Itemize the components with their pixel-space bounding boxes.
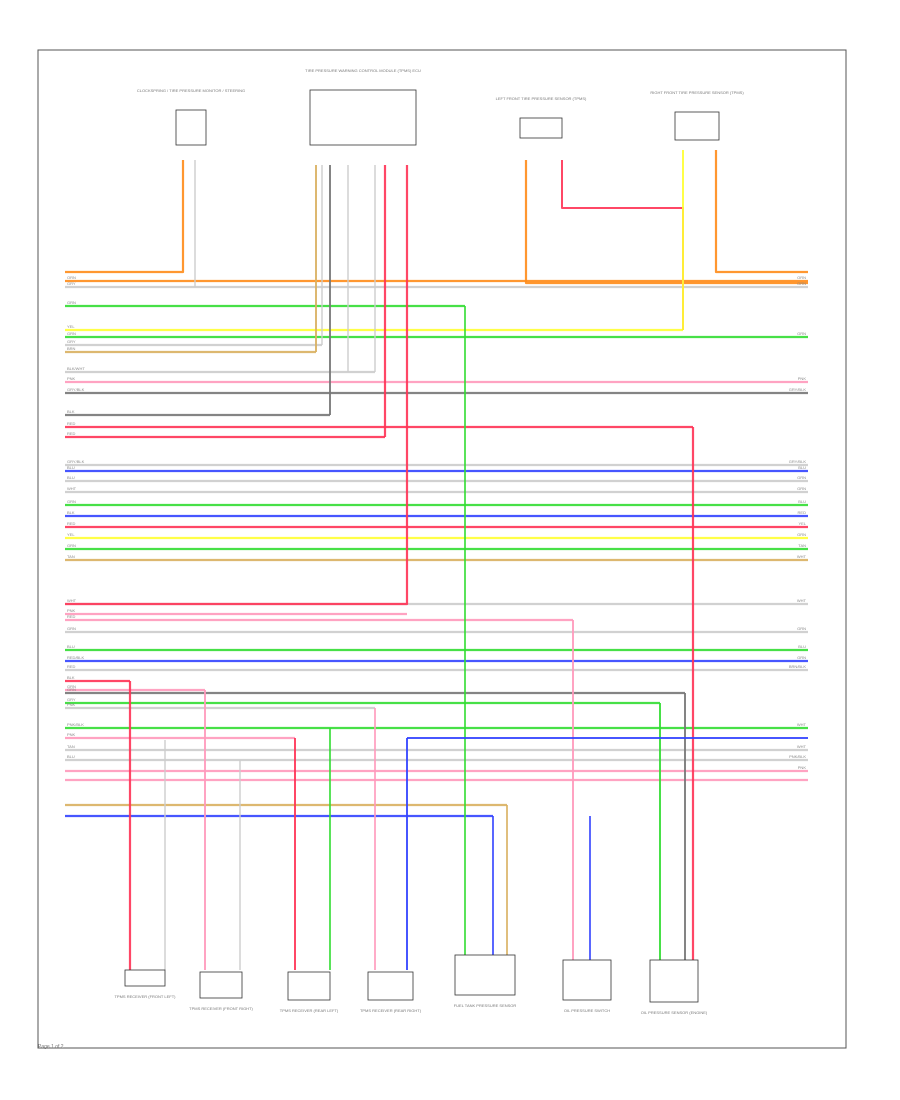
left-wire-label-3: GRN	[67, 300, 76, 305]
top-component-box-4	[674, 111, 720, 141]
right-wire-label-2: ORN	[797, 281, 806, 286]
top-component-box-2	[309, 89, 417, 146]
wire-c2-red2	[65, 165, 409, 606]
left-wire-label-24: WHT	[67, 598, 77, 603]
right-wire-label-17: GRN	[797, 626, 806, 631]
left-wire-label-2: GRY	[67, 281, 76, 286]
right-wire-label-18: BLU	[798, 644, 806, 649]
right-wire-label-15: WHT	[797, 554, 807, 559]
left-wire-label-25: PNK	[67, 608, 76, 613]
left-wire-label-12: RED	[67, 421, 76, 426]
right-wire-label-21: WHT	[797, 722, 807, 727]
right-wire-label-13: GRN	[797, 532, 806, 537]
left-wire-label-20: RED	[67, 521, 76, 526]
left-wire-label-31: BLK	[67, 675, 75, 680]
right-wire-label-12: YEL	[798, 521, 806, 526]
bottom-component-box-1	[124, 969, 166, 987]
labels-layer: CLOCKSPRING / TIRE PRESSURE MONITOR / ST…	[67, 68, 807, 1015]
bottom-component-label-4: TPMS RECEIVER (REAR RIGHT)	[360, 1008, 422, 1013]
bottom-component-box-7	[649, 959, 699, 1003]
right-wire-label-24: PNK	[798, 765, 807, 770]
right-wire-label-5: GRY/BLK	[789, 387, 807, 392]
left-wire-label-29: RED/BLK	[67, 655, 84, 660]
left-wire-label-23: TAN	[67, 554, 75, 559]
left-wire-label-26: RED	[67, 614, 76, 619]
right-wire-label-9: GRN	[797, 486, 806, 491]
left-wire-label-15: BLU	[67, 465, 75, 470]
bottom-component-label-7: OIL PRESSURE SENSOR (ENGINE)	[641, 1010, 708, 1015]
left-wire-label-11: BLK	[67, 409, 75, 414]
left-wire-label-30: RED	[67, 664, 76, 669]
left-wire-label-33: GRN	[67, 687, 76, 692]
left-wire-label-16: BLU	[67, 475, 75, 480]
left-wire-label-21: YEL	[67, 532, 75, 537]
left-wire-label-7: BRN	[67, 346, 76, 351]
bottom-component-label-3: TPMS RECEIVER (REAR LEFT)	[280, 1008, 339, 1013]
right-wire-label-6: GRY/BLK	[789, 459, 807, 464]
right-wire-label-20: BRN/BLK	[789, 664, 806, 669]
right-wire-label-16: WHT	[797, 598, 807, 603]
top-component-box-1	[175, 109, 207, 146]
left-wire-label-4: YEL	[67, 324, 75, 329]
bottom-component-box-3	[287, 971, 331, 1001]
bottom-component-box-2	[199, 971, 243, 999]
right-wire-label-19: GRN	[797, 655, 806, 660]
bottom-component-label-6: OIL PRESSURE SWITCH	[564, 1008, 610, 1013]
right-wire-label-23: PNK/BLK	[789, 754, 806, 759]
left-wire-label-36: PNK/BLK	[67, 722, 84, 727]
diagram-frame	[37, 49, 847, 1049]
left-wire-label-39: BLU	[67, 754, 75, 759]
left-wire-label-34: GRY	[67, 697, 76, 702]
right-wire-label-3: GRN	[797, 331, 806, 336]
wire-c3-orn	[524, 160, 808, 285]
wires-layer	[65, 150, 808, 970]
left-wire-label-35: PNK	[67, 702, 76, 707]
left-wire-label-8: BLK/WHT	[67, 366, 85, 371]
right-wire-label-22: WHT	[797, 744, 807, 749]
left-wire-label-28: BLU	[67, 644, 75, 649]
wire-c1-orn	[65, 160, 185, 274]
bottom-component-label-5: FUEL TANK PRESSURE SENSOR	[454, 1003, 517, 1008]
top-component-label-1: CLOCKSPRING / TIRE PRESSURE MONITOR / ST…	[137, 88, 245, 93]
bottom-component-box-6	[562, 959, 612, 1001]
left-wire-label-6: GRY	[67, 339, 76, 344]
left-wire-label-18: GRN	[67, 499, 76, 504]
bottom-component-label-1: TPMS RECEIVER (FRONT LEFT)	[114, 994, 176, 999]
left-wire-label-5: GRN	[67, 331, 76, 336]
left-wire-label-9: PNK	[67, 376, 76, 381]
left-wire-label-32: GRN	[67, 684, 76, 689]
bottom-component-box-5	[454, 954, 516, 996]
left-wire-label-17: WHT	[67, 486, 77, 491]
left-wire-label-14: GRY/BLK	[67, 459, 85, 464]
left-wire-label-37: PNK	[67, 732, 76, 737]
right-wire-label-4: PNK	[798, 376, 807, 381]
wire-c3-red	[561, 160, 684, 330]
wire-c4-orn	[714, 150, 808, 274]
right-wire-label-10: BLU	[798, 499, 806, 504]
left-wire-label-22: GRN	[67, 543, 76, 548]
top-component-label-2: TIRE PRESSURE WARNING CONTROL MODULE (TP…	[305, 68, 421, 73]
bottom-component-box-4	[367, 971, 414, 1001]
left-wire-label-27: GRN	[67, 626, 76, 631]
top-component-label-4: RIGHT FRONT TIRE PRESSURE SENSOR (TPMS)	[650, 90, 744, 95]
right-wire-label-1: ORN	[797, 275, 806, 280]
right-wire-label-14: TAN	[798, 543, 806, 548]
left-wire-label-38: TAN	[67, 744, 75, 749]
left-wire-label-10: GRY/BLK	[67, 387, 85, 392]
right-wire-label-8: GRN	[797, 475, 806, 480]
left-wire-label-19: BLK	[67, 510, 75, 515]
top-component-label-3: LEFT FRONT TIRE PRESSURE SENSOR (TPMS)	[496, 96, 587, 101]
right-wire-label-7: BLU	[798, 465, 806, 470]
page-footer: Page 1 of 2	[38, 1044, 64, 1050]
left-wire-label-13: RED	[67, 431, 76, 436]
components-layer	[124, 89, 720, 1003]
left-wire-label-1: ORN	[67, 275, 76, 280]
top-component-box-3	[519, 117, 563, 139]
bottom-component-label-2: TPMS RECEIVER (FRONT RIGHT)	[189, 1006, 253, 1011]
right-wire-label-11: RED	[798, 510, 807, 515]
